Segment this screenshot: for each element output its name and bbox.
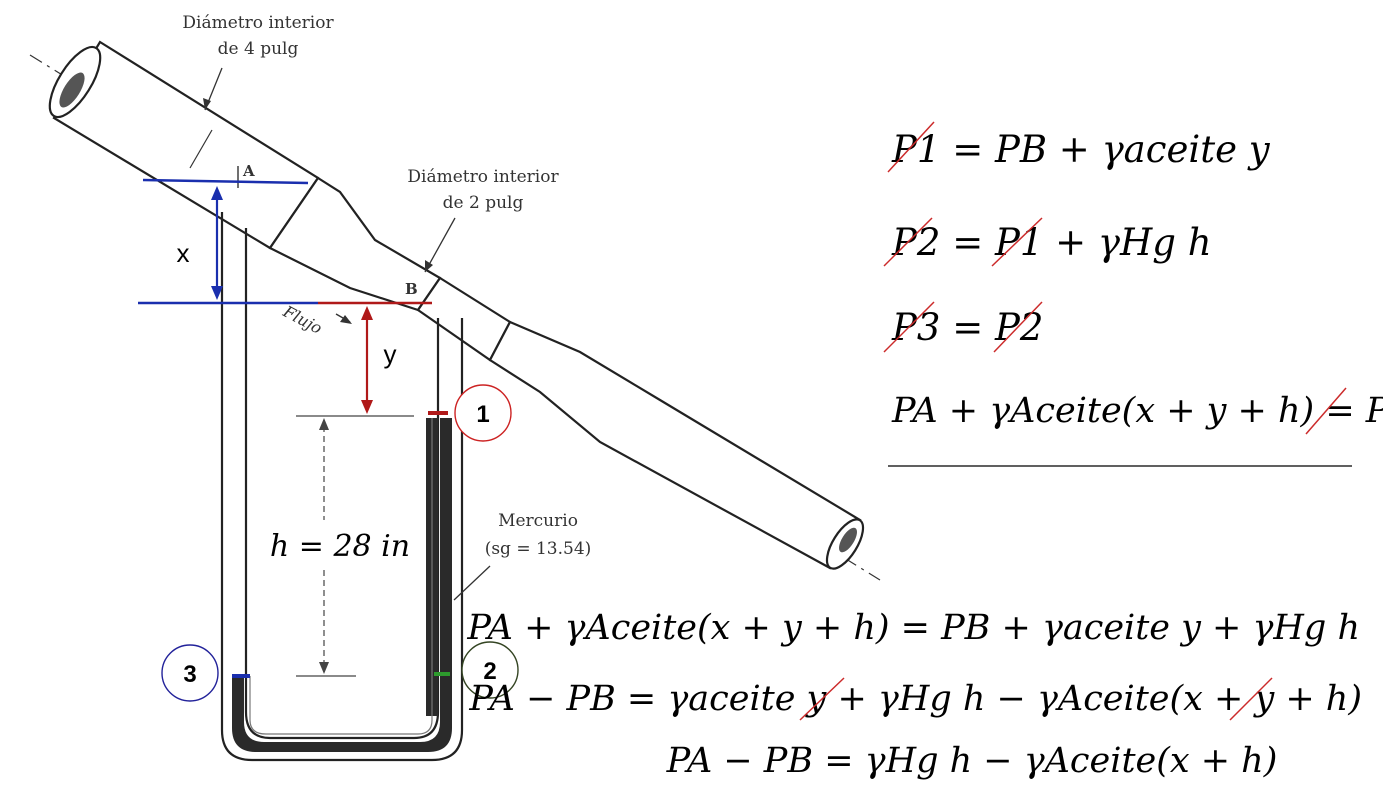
strike-p3b: [1305, 387, 1347, 435]
label-flow: Flujo: [279, 301, 325, 338]
label-inner-2-line1: Diámetro interior: [407, 167, 559, 187]
label-y: y: [384, 339, 397, 369]
equations-bottom: PA + γAceite(x + y + h) = PB + γaceite y…: [466, 608, 1362, 781]
strike-p1: [887, 121, 935, 173]
level-markers: 1 2 3: [161, 384, 519, 702]
pipe-small-end-inner: [839, 527, 857, 553]
equation-right-1: P1 = PB + γaceite y: [891, 128, 1271, 171]
equation-right-4: PA + γAceite(x + y + h) = P3: [891, 391, 1383, 431]
leader-2in: [424, 217, 456, 273]
label-inner-2-line2: de 2 pulg: [443, 193, 524, 213]
leader-4in-arrow: [203, 98, 211, 110]
label-inner-4-line1: Diámetro interior: [182, 13, 334, 33]
dimension-h: h = 28 in: [270, 415, 414, 677]
label-point-b: B: [405, 280, 418, 298]
x-top-line: [142, 178, 309, 185]
flow-arrow-head: [340, 315, 352, 324]
label-point-a: A: [242, 162, 255, 180]
label-x: x: [177, 238, 190, 268]
label-mercury-line1: Mercurio: [498, 511, 578, 531]
x-arrow-down: [211, 286, 223, 300]
dimension-y: y: [318, 301, 432, 414]
mercury-highlight: [249, 418, 433, 735]
node-label-3: 3: [183, 661, 196, 688]
strike-p2b: [993, 301, 1043, 353]
pipe-flange-a: [189, 129, 213, 169]
node-circle-2: [461, 641, 519, 699]
leader-mercury: [453, 565, 491, 601]
dimension-x: x: [138, 178, 318, 305]
equation-right-2: P2 = P1 + γHg h: [891, 221, 1212, 264]
strike-p1b: [991, 217, 1043, 267]
h-arrow-down: [319, 662, 329, 674]
node-label-2: 2: [483, 658, 496, 685]
node-label-1: 1: [476, 401, 489, 428]
manometer-tube: [220, 212, 464, 762]
tube-outer: [220, 212, 464, 762]
y-arrow-down: [361, 400, 373, 414]
leader-2in-arrow: [425, 260, 433, 272]
label-inner-4-line2: de 4 pulg: [218, 39, 299, 59]
equation-right-3: P3 = P2: [891, 306, 1043, 349]
strike-aceite: [799, 677, 845, 721]
node-circle-1: [454, 384, 512, 442]
h-arrow-up: [319, 418, 329, 430]
label-h: h = 28 in: [270, 529, 410, 564]
mercury-bottom: [232, 418, 452, 752]
equation-bottom-2: PA − PB = γaceite y + γHg h − γAceite(x …: [468, 679, 1362, 719]
equation-bottom-1: PA + γAceite(x + y + h) = PB + γaceite y…: [466, 608, 1360, 648]
equation-bottom-3: PA − PB = γHg h − γAceite(x + h): [666, 741, 1278, 781]
strike-y: [1229, 677, 1273, 721]
equations-right: P1 = PB + γaceite y P2 = P1 + γHg h P3 =…: [883, 121, 1383, 467]
pipe-diffuser: [488, 320, 862, 570]
label-mercury-line2: (sg = 13.54): [485, 539, 592, 559]
node-circle-3: [161, 644, 219, 702]
y-arrow-up: [361, 306, 373, 320]
pipe-large-end-inner: [59, 72, 85, 108]
pipe-assembly: [29, 40, 881, 581]
printed-labels: Diámetro interior de 4 pulg Diámetro int…: [182, 13, 592, 601]
strike-p3: [883, 301, 935, 353]
x-arrow-up: [211, 186, 223, 200]
strike-p2: [883, 217, 933, 267]
tube-inner: [244, 228, 440, 740]
